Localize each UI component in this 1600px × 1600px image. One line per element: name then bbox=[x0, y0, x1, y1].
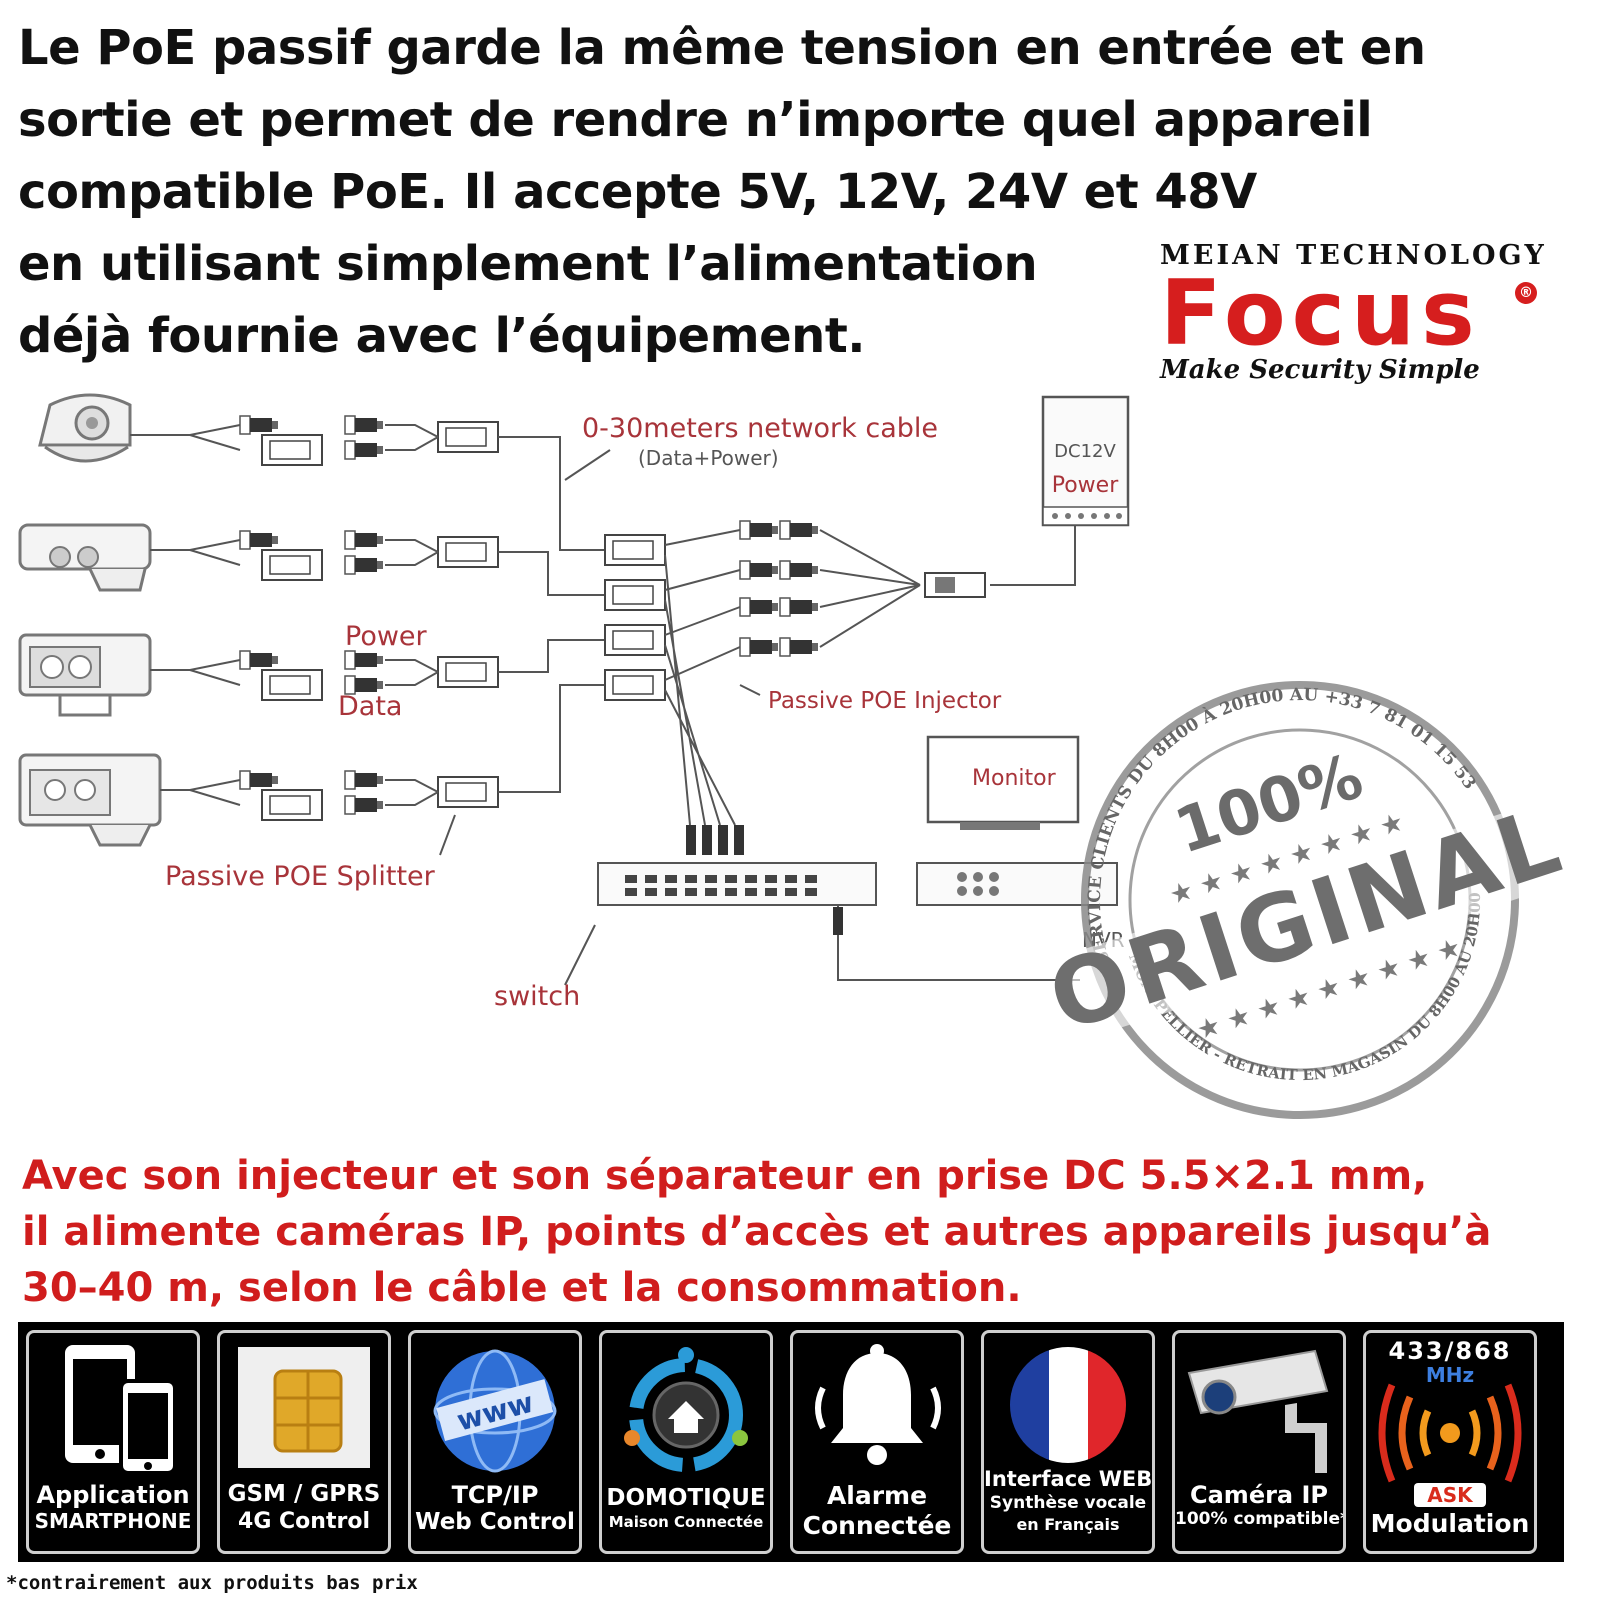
headline-line: sortie et permet de rendre n’importe que… bbox=[18, 92, 1373, 148]
feature-sublabel: 4G Control bbox=[238, 1509, 370, 1534]
headline-line: compatible PoE. Il accepte 5V, 12V, 24V … bbox=[18, 164, 1257, 220]
feature-icon-bar: Application SMARTPHONE GSM / GPRS 4G Con… bbox=[18, 1322, 1564, 1562]
splitter-connectors bbox=[239, 415, 499, 821]
box-camera-icon bbox=[18, 633, 152, 717]
feature-tile: Interface WEB Synthèse vocale en Françai… bbox=[981, 1330, 1155, 1554]
feature-sublabel: Connectée bbox=[802, 1511, 952, 1540]
smartphone-tablet-icon bbox=[65, 1345, 177, 1475]
description-line: 30–40 m, selon le câble et la consommati… bbox=[22, 1265, 1022, 1311]
poe-wiring-diagram: DC12V Power Monitor NVR 0-30meters netwo… bbox=[18, 393, 1130, 1012]
cable-label: 0-30meters network cable bbox=[582, 413, 938, 444]
dome-camera-icon bbox=[38, 393, 132, 463]
injector-label: Passive POE Injector bbox=[768, 688, 1002, 714]
feature-tile: Application SMARTPHONE bbox=[26, 1330, 200, 1554]
alarm-bell-icon bbox=[815, 1344, 941, 1465]
network-cables bbox=[498, 436, 611, 793]
switch-nvr-cable bbox=[564, 905, 1080, 986]
feature-label: DOMOTIQUE bbox=[606, 1485, 766, 1511]
poe-injectors bbox=[604, 534, 666, 701]
feature-label: Application bbox=[36, 1481, 190, 1509]
ask-badge: ASK bbox=[1414, 1483, 1486, 1507]
feature-sublabel: Web Control bbox=[415, 1509, 575, 1535]
france-flag-icon bbox=[1010, 1347, 1126, 1463]
feature-sublabel: Maison Connectée bbox=[608, 1513, 764, 1531]
switch-label: switch bbox=[494, 981, 580, 1012]
frequency-label: 433/868 bbox=[1388, 1337, 1512, 1365]
description-line: Avec son injecteur et son séparateur en … bbox=[22, 1153, 1428, 1199]
housing-camera-icon bbox=[18, 753, 162, 847]
switch-uplink-plug bbox=[833, 907, 843, 935]
brand-name: Focus bbox=[1160, 261, 1481, 366]
feature-label: Caméra IP bbox=[1190, 1481, 1328, 1509]
feature-label: TCP/IP bbox=[451, 1481, 539, 1509]
splitter-rows bbox=[130, 424, 241, 806]
brand-slogan: Make Security Simple bbox=[1160, 355, 1480, 385]
patch-connectors bbox=[686, 825, 744, 855]
feature-sublabel-2: en Français bbox=[1016, 1515, 1120, 1534]
feature-sublabel: 100% compatible* bbox=[1175, 1509, 1346, 1529]
brand-logo: Meian Technology Focus ® Make Security S… bbox=[1160, 240, 1560, 385]
smart-home-icon bbox=[624, 1347, 748, 1472]
feature-tile: www TCP/IP Web Control bbox=[408, 1330, 582, 1554]
www-globe-icon: www bbox=[433, 1349, 557, 1473]
feature-tile: GSM / GPRS 4G Control bbox=[217, 1330, 391, 1554]
feature-tile: Caméra IP 100% compatible* bbox=[1172, 1330, 1346, 1554]
power-unit-voltage: DC12V bbox=[1054, 441, 1116, 462]
power-unit-label: Power bbox=[1052, 473, 1119, 498]
network-switch-icon bbox=[597, 862, 877, 906]
feature-label: Modulation bbox=[1370, 1509, 1530, 1538]
description-line: il alimente caméras IP, points d’accès e… bbox=[22, 1209, 1492, 1255]
feature-label: Interface WEB bbox=[984, 1467, 1153, 1491]
monitor-icon bbox=[926, 735, 1080, 830]
splitter-merge-lines bbox=[385, 424, 439, 806]
headline-line: déjà fournie avec l’équipement. bbox=[18, 308, 866, 364]
security-camera-icon bbox=[1187, 1349, 1329, 1473]
feature-label: GSM / GPRS bbox=[227, 1481, 381, 1507]
product-description: Avec son injecteur et son séparateur en … bbox=[22, 1148, 1582, 1316]
frequency-unit: MHz bbox=[1425, 1363, 1475, 1387]
brand-company: Meian Technology bbox=[1160, 240, 1547, 271]
power-supply-icon bbox=[1041, 395, 1130, 527]
headline: Le PoE passif garde la même tension en e… bbox=[18, 12, 1438, 372]
feature-tile: DOMOTIQUE Maison Connectée bbox=[599, 1330, 773, 1554]
sim-card-icon bbox=[238, 1347, 370, 1468]
feature-tile: 433/868 MHz ASK Modulation bbox=[1363, 1330, 1537, 1554]
registered-mark: ® bbox=[1515, 282, 1537, 304]
headline-line: Le PoE passif garde la même tension en e… bbox=[18, 20, 1426, 76]
original-stamp: SERVICE CLIENTS DU 8H00 À 20H00 AU +33 7… bbox=[1030, 640, 1570, 1120]
data-label: Data bbox=[338, 691, 402, 722]
bullet-camera-icon bbox=[18, 523, 152, 592]
feature-sublabel: Synthèse vocale bbox=[989, 1493, 1147, 1513]
footnote: *contrairement aux produits bas prix bbox=[6, 1572, 418, 1594]
headline-line: en utilisant simplement l’alimentation bbox=[18, 236, 1038, 292]
feature-tile: Alarme Connectée bbox=[790, 1330, 964, 1554]
dc-plugs bbox=[739, 520, 819, 657]
feature-label: Alarme bbox=[826, 1481, 928, 1510]
radio-waves-icon bbox=[1378, 1383, 1522, 1483]
dc-splitter-icon bbox=[924, 572, 986, 598]
cable-sublabel: (Data+Power) bbox=[638, 446, 779, 470]
power-label: Power bbox=[345, 621, 428, 652]
feature-sublabel: SMARTPHONE bbox=[34, 1509, 192, 1533]
splitter-label: Passive POE Splitter bbox=[165, 861, 436, 892]
injector-lines bbox=[664, 525, 1076, 826]
monitor-label: Monitor bbox=[972, 766, 1057, 791]
